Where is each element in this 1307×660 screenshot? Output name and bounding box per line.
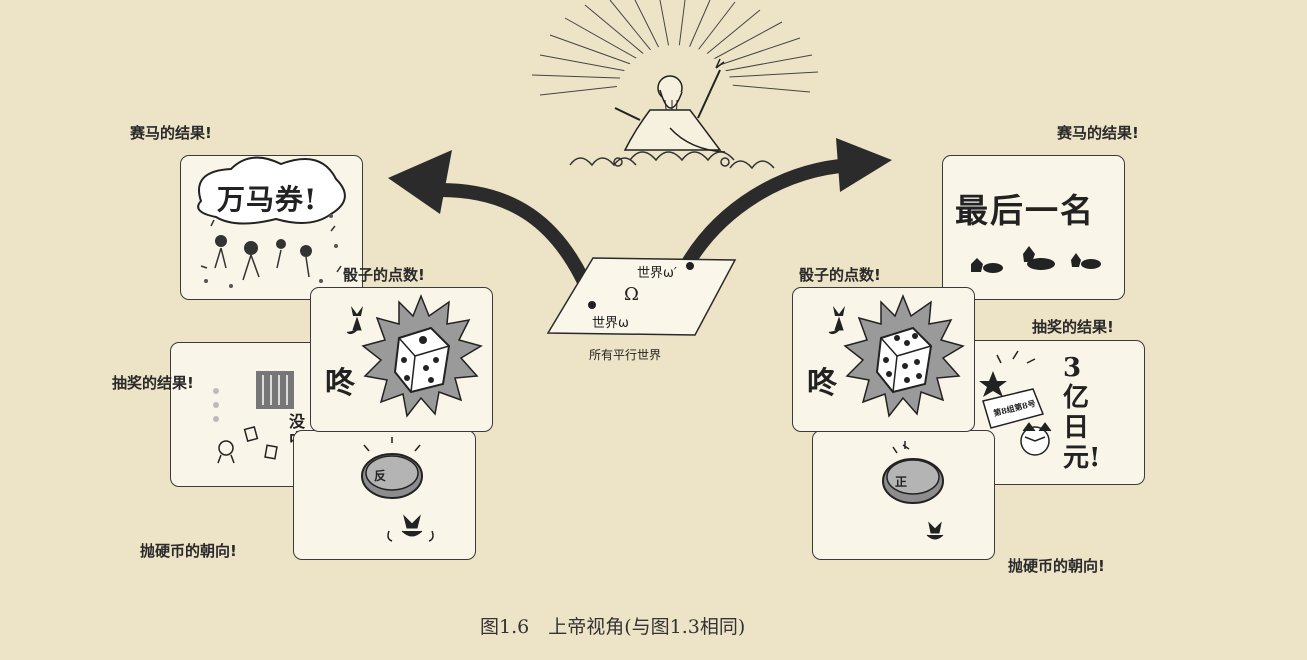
lottery-win-text: 3亿日元! bbox=[1063, 353, 1101, 473]
race-result-text: 万马券! bbox=[217, 183, 318, 216]
right-coin-label: 抛硬币的朝向! bbox=[1008, 557, 1105, 575]
dice-burst-illustration-right bbox=[828, 293, 965, 418]
left-dice-label: 骰子的点数! bbox=[343, 266, 425, 284]
parallel-worlds-caption: 所有平行世界 bbox=[589, 348, 662, 362]
lottery-ticket-illustration bbox=[213, 371, 294, 464]
race-result-text-right: 最后一名 bbox=[955, 191, 1095, 230]
world-omega-label: 世界ω bbox=[592, 316, 629, 331]
right-dice-card: 咚 bbox=[792, 287, 975, 432]
left-coin-card: 反 bbox=[293, 430, 476, 560]
dice-sound-effect: 咚 bbox=[325, 366, 355, 401]
left-arrow-shaft bbox=[433, 183, 599, 307]
right-race-label: 赛马的结果! bbox=[1057, 124, 1139, 142]
dice-burst-illustration bbox=[346, 293, 483, 418]
left-arrow-head bbox=[388, 150, 452, 214]
lottery-win-illustration bbox=[979, 350, 1052, 456]
world-omega-prime-label: 世界ω′ bbox=[637, 266, 677, 281]
right-arrow-shaft bbox=[681, 158, 857, 270]
right-coin-card: 正 bbox=[812, 430, 995, 560]
right-arrow-head bbox=[836, 138, 892, 192]
left-dice-card: 咚 bbox=[310, 287, 493, 432]
left-coin-label: 抛硬币的朝向! bbox=[140, 542, 237, 560]
figure-caption: 图1.6 上帝视角(与图1.3相同) bbox=[480, 616, 746, 638]
coin-flip-illustration bbox=[361, 437, 434, 542]
world-omega-prime-dot bbox=[686, 262, 694, 270]
coin-flip-illustration-right bbox=[882, 441, 944, 540]
god-illustration bbox=[531, 0, 819, 170]
right-lottery-label: 抽奖的结果! bbox=[1032, 318, 1114, 336]
right-dice-label: 骰子的点数! bbox=[799, 266, 881, 284]
dice-sound-effect-right: 咚 bbox=[807, 366, 837, 401]
left-lottery-label: 抽奖的结果! bbox=[112, 374, 194, 392]
coin-face-text: 反 bbox=[374, 469, 387, 483]
race-bubble-illustration bbox=[197, 156, 346, 288]
left-race-card: 万马券! bbox=[180, 155, 363, 300]
world-omega-dot bbox=[588, 301, 596, 309]
right-race-card: 最后一名 bbox=[942, 155, 1125, 300]
fallen-cats-illustration bbox=[971, 246, 1101, 273]
omega-symbol: Ω bbox=[624, 284, 639, 305]
coin-face-text-right: 正 bbox=[895, 475, 908, 489]
left-race-label: 赛马的结果! bbox=[130, 124, 212, 142]
parallel-worlds-plane bbox=[546, 257, 737, 336]
